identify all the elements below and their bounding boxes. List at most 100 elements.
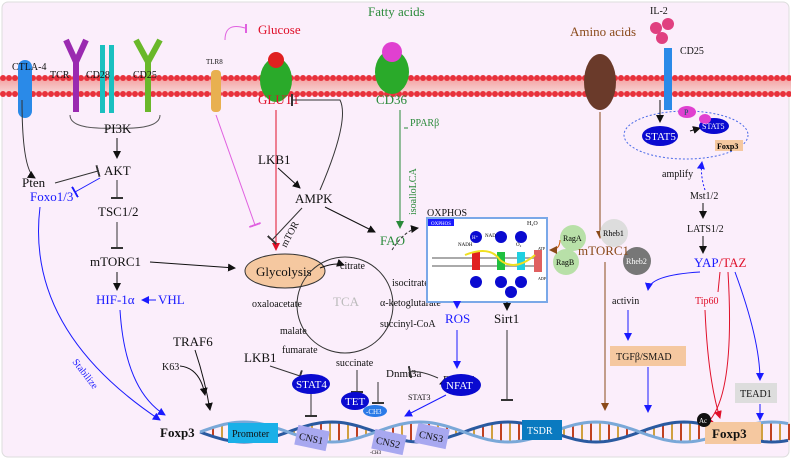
lipid-head xyxy=(474,75,480,81)
lipid-head xyxy=(702,91,708,97)
stat5-node xyxy=(642,126,678,146)
lipid-head xyxy=(240,91,246,97)
malate-label: malate xyxy=(280,326,307,337)
lipid-head xyxy=(576,75,582,81)
cns1-box[interactable]: CNS1 xyxy=(294,424,330,452)
lkb1-bottom-label: LKB1 xyxy=(244,350,277,365)
mtorc1-to-glycolysis-arrow xyxy=(149,261,236,272)
lipid-head xyxy=(720,75,726,81)
lipid-head xyxy=(330,91,336,97)
tet-node xyxy=(341,392,369,410)
tca-cycle xyxy=(296,256,394,354)
lipid-head xyxy=(624,91,630,97)
fatty-acids-label: Fatty acids xyxy=(368,4,425,19)
ctla4-label: CTLA-4 xyxy=(12,62,46,73)
lipid-head xyxy=(378,91,384,97)
lipid-head xyxy=(336,91,342,97)
bracket xyxy=(69,114,161,129)
lipid-head xyxy=(336,75,342,81)
lipid-head xyxy=(6,91,12,97)
lipid-head xyxy=(654,91,660,97)
ampk-label: AMPK xyxy=(295,191,333,206)
yap-label: YAP xyxy=(694,255,719,270)
lipid-head xyxy=(504,91,510,97)
glycolysis-to-citrate-arrow xyxy=(319,258,345,269)
lipid-head xyxy=(636,75,642,81)
isocitrate-label: isocitrate xyxy=(392,278,429,289)
lipid-head xyxy=(534,91,540,97)
lipid-head xyxy=(294,75,300,81)
lipid-head xyxy=(324,91,330,97)
lipid-head xyxy=(648,91,654,97)
lipid-head xyxy=(252,75,258,81)
lipid-head xyxy=(0,91,6,97)
lipid-head xyxy=(438,75,444,81)
lipid-head xyxy=(420,75,426,81)
lipid-head xyxy=(180,91,186,97)
lipid-head xyxy=(432,91,438,97)
lipid-head xyxy=(744,91,750,97)
lipid-head xyxy=(198,75,204,81)
fao-to-oxphos-arrow xyxy=(391,225,419,251)
lipid-head xyxy=(54,91,60,97)
lipid-head xyxy=(246,75,252,81)
stat4-label: STAT4 xyxy=(296,379,327,391)
tead1-box xyxy=(735,383,777,403)
lkb1-to-ampk-arrow xyxy=(277,167,301,189)
foxp3-protein-box xyxy=(705,422,761,444)
il2-cd25-receptor xyxy=(650,18,674,110)
hif-to-foxp3-arrow xyxy=(119,309,166,416)
tgfb-smad-box xyxy=(610,346,686,366)
cns3-box[interactable]: CNS3 xyxy=(414,422,450,450)
lipid-head xyxy=(126,91,132,97)
k63-label: K63 xyxy=(162,362,179,373)
lipid-head xyxy=(120,75,126,81)
lipid-head xyxy=(564,91,570,97)
h-ion-label: H⁺ xyxy=(472,235,479,241)
lipid-head xyxy=(198,91,204,97)
lipid-head xyxy=(486,91,492,97)
tlr8-label: TLR8 xyxy=(206,58,223,66)
lipid-head xyxy=(756,91,762,97)
ctla4-to-pten-arrow xyxy=(21,99,36,179)
lipid-head xyxy=(306,75,312,81)
lipid-head xyxy=(672,75,678,81)
lipid-head xyxy=(714,91,720,97)
akg-label: α-ketoglutarate xyxy=(380,298,441,309)
lipid-head xyxy=(150,91,156,97)
sirt1-label: Sirt1 xyxy=(494,311,519,326)
lipid-head xyxy=(114,91,120,97)
lipid-head xyxy=(234,75,240,81)
lipid-head xyxy=(318,91,324,97)
lipid-head xyxy=(780,91,786,97)
nadh-label: NADH xyxy=(458,243,473,248)
il2-label: IL-2 xyxy=(650,6,668,17)
tead1-label: TEAD1 xyxy=(740,389,772,400)
lipid-head xyxy=(708,75,714,81)
lipid-head xyxy=(36,75,42,81)
tip60-label: Tip60 xyxy=(695,296,719,307)
ch3-label: -CH3 xyxy=(366,408,382,416)
lipid-head xyxy=(192,91,198,97)
lipid-head xyxy=(90,91,96,97)
lipid-head xyxy=(522,75,528,81)
atp-label: ATP xyxy=(538,246,546,251)
lipid-head xyxy=(84,75,90,81)
promoter-box[interactable] xyxy=(228,423,278,443)
lipid-head xyxy=(414,91,420,97)
lipid-head xyxy=(300,75,306,81)
lipid-head xyxy=(66,91,72,97)
tsdr-box[interactable] xyxy=(522,420,562,440)
cns2-box[interactable]: CNS2 xyxy=(371,428,407,456)
lipid-head xyxy=(750,91,756,97)
o2-label: O₂ xyxy=(516,243,522,248)
lipid-head xyxy=(204,91,210,97)
lipid-head xyxy=(414,75,420,81)
lipid-head xyxy=(408,75,414,81)
lipid-head xyxy=(576,91,582,97)
lipid-head xyxy=(762,75,768,81)
lipid-head xyxy=(156,75,162,81)
traf6-label: TRAF6 xyxy=(173,334,213,349)
lipid-head xyxy=(228,75,234,81)
lipid-head xyxy=(150,75,156,81)
